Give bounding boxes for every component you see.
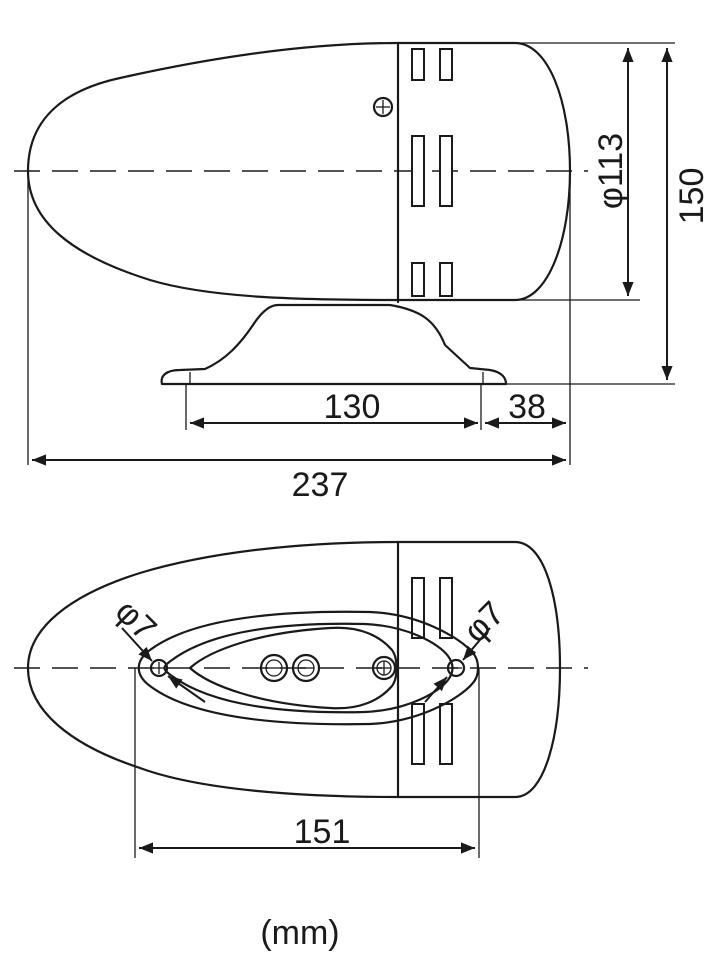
dim-length-label: 237 — [292, 466, 349, 504]
hole-leader-right-a — [462, 627, 491, 661]
center-screw-right-icon — [291, 653, 321, 683]
hole-leader-right-b — [424, 676, 448, 703]
side-vent-slots — [411, 48, 453, 297]
dim-base-label: 130 — [324, 388, 381, 426]
top-vent-slots — [411, 577, 453, 765]
top-housing — [26, 540, 562, 799]
mount-hole-left-icon — [149, 658, 169, 678]
side-view: φ113 150 130 38 237 — [14, 41, 711, 504]
top-view: φ7 φ7 151 — [14, 540, 588, 858]
dim-hole-right-label: φ7 — [456, 594, 512, 650]
unit-label: (mm) — [260, 914, 339, 952]
base-flange — [137, 610, 480, 726]
mount-hole-right-icon — [446, 658, 466, 678]
mounting-base — [160, 303, 508, 386]
dim-hole-left-label: φ7 — [108, 592, 164, 648]
center-lens — [188, 626, 398, 710]
hole-leader-left-b — [167, 675, 206, 703]
dim-offset-label: 38 — [508, 388, 546, 426]
cross-screw-icon — [371, 655, 397, 681]
screw-icon — [372, 96, 394, 118]
dim-diameter-label: φ113 — [592, 133, 630, 209]
base-inner-outline — [163, 622, 454, 714]
dim-height-label: 150 — [673, 168, 711, 225]
center-screw-left-icon — [259, 653, 289, 683]
dim-hole-spacing-label: 151 — [294, 813, 351, 851]
hole-leader-left-a — [121, 627, 153, 662]
